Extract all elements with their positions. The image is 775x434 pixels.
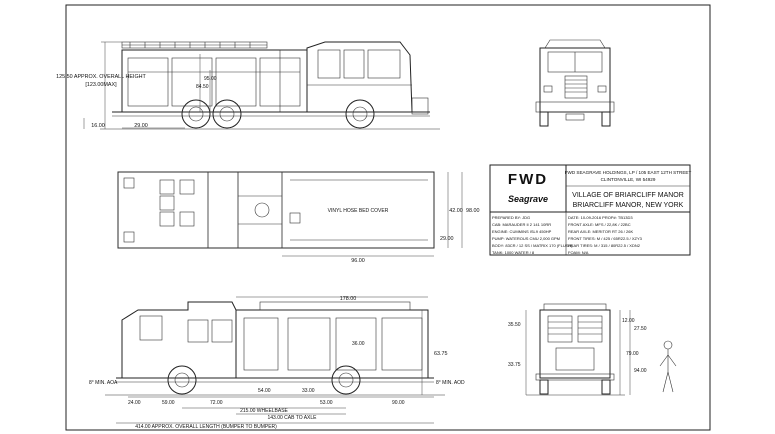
wheelbase-label: 215.00 WHEELBASE bbox=[240, 408, 288, 414]
company-address: FWD SEAGRAVE HOLDINGS, LP / 105 EAST 12T… bbox=[565, 170, 692, 175]
seagrave-logo-text: Seagrave bbox=[508, 194, 548, 204]
compartment-height-label: 36.00 bbox=[352, 341, 365, 347]
spec-right-4: REAR TIRES: M / 315 / 80R22.5 / XDN2 bbox=[568, 243, 641, 248]
spec-left-3: PUMP: WATEROUS CMU 2,000 GPM bbox=[492, 236, 560, 241]
overall-height-max-label: [123.00MAX] bbox=[85, 82, 117, 88]
seg-33-label: 33.00 bbox=[302, 388, 315, 394]
front-view bbox=[535, 39, 615, 127]
height-side-label: 63.75 bbox=[434, 351, 448, 357]
company-city: CLINTONVILLE, WI 54929 bbox=[601, 177, 656, 182]
customer-line-1: VILLAGE OF BRIARCLIFF MANOR bbox=[572, 192, 684, 199]
body-length-top-label: 96.00 bbox=[351, 258, 365, 264]
spec-right-1: FRONT AXLE: MFS / 22,8K / 22BC bbox=[568, 222, 631, 227]
rear-view bbox=[525, 303, 677, 396]
front-overhang-side-label: 29.00 bbox=[134, 123, 148, 129]
top-view-inner-label: 42.00 bbox=[449, 208, 463, 214]
spec-left-1: CAB: MARAUDER II 2 141 10RR bbox=[492, 222, 551, 227]
seg-53-label: 53.00 bbox=[320, 400, 333, 406]
body-length-side-label: 178.00 bbox=[340, 296, 357, 302]
drawing-border bbox=[65, 4, 711, 431]
rear-view-left-top-label: 35.50 bbox=[508, 322, 521, 328]
side-view-bottom bbox=[105, 296, 445, 424]
rear-view-c-label: 94.00 bbox=[634, 368, 647, 374]
spec-left-0: PREPARED BY: JDG bbox=[492, 215, 530, 220]
rear-view-b-label: 79.00 bbox=[626, 351, 639, 357]
rear-view-left-bot-label: 33.75 bbox=[508, 362, 521, 368]
rear-view-a-label: 27.50 bbox=[634, 326, 647, 332]
ground-clearance-label: 16.00 bbox=[91, 123, 105, 129]
spec-left-5: TANK: 1000 WATER / 8 bbox=[492, 250, 535, 255]
seg-72-label: 72.00 bbox=[210, 400, 223, 406]
cab-to-axle-label: 143.00 CAB TO AXLE bbox=[267, 415, 317, 421]
vinyl-note-label: VINYL HOSE BED COVER bbox=[328, 208, 389, 214]
fwd-logo-text: FWD bbox=[508, 171, 548, 188]
spec-right-5: FOAM: N/A bbox=[568, 250, 589, 255]
seg-54-label: 54.00 bbox=[258, 388, 271, 394]
front-bumper-label: 24.00 bbox=[128, 400, 141, 406]
top-view-width-label: 98.00 bbox=[466, 208, 480, 214]
front-overhang-label: 59.00 bbox=[162, 400, 175, 406]
overall-length-label: 414.00 APPROX. OVERALL LENGTH (BUMPER TO… bbox=[135, 424, 277, 430]
top-view bbox=[117, 171, 463, 257]
departure-angle-label: 8° MIN. AOD bbox=[436, 380, 465, 386]
approach-angle-label: 8° MIN. AOA bbox=[89, 380, 118, 386]
cab-height-b-label: 84.50 bbox=[196, 84, 209, 90]
rear-view-top-label: 12.00 bbox=[622, 318, 635, 324]
top-view-side-label: 29.00 bbox=[440, 236, 454, 242]
spec-right-3: FRONT TIRES: M / 425 / 65R22.5 / XZY3 bbox=[568, 236, 643, 241]
customer-line-2: BRIARCLIFF MANOR, NEW YORK bbox=[573, 202, 684, 209]
spec-left-2: ENGINE: CUMMINS ISL9 450HP bbox=[492, 229, 552, 234]
overall-height-label: 125.50 APPROX. OVERALL HEIGHT bbox=[56, 74, 146, 80]
spec-left-4: BODY: 83CR / 12 SS / MATRIX 170 (FLUSH) bbox=[492, 243, 573, 248]
spec-right-0: DATE: 10-09-2016 PROP#: TB13D3 bbox=[568, 215, 633, 220]
title-block bbox=[489, 164, 691, 256]
side-view-top bbox=[83, 41, 440, 130]
spec-right-2: REAR AXLE: MERITOR RT 26 / 26K bbox=[568, 229, 633, 234]
rear-overhang-label: 90.00 bbox=[392, 400, 405, 406]
cab-height-a-label: 95.00 bbox=[204, 76, 217, 82]
